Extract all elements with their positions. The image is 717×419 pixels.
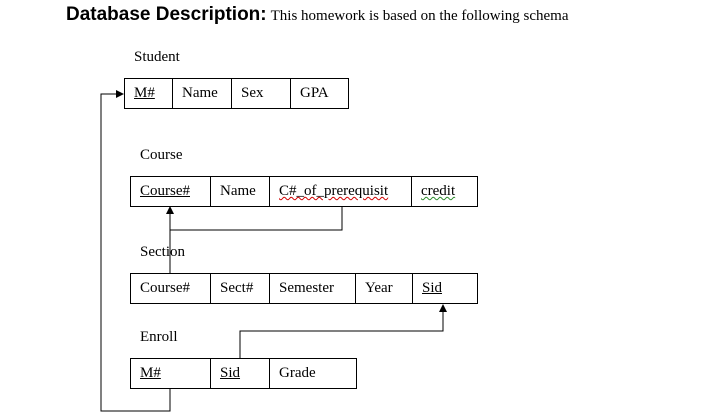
course-col-name: Name — [210, 176, 270, 207]
enroll-table: M# Sid Grade — [130, 358, 357, 389]
enroll-col-m: M# — [130, 358, 211, 389]
heading-text: This homework is based on the following … — [270, 8, 569, 24]
course-label: Course — [140, 147, 183, 163]
section-col-sid: Sid — [412, 273, 478, 304]
section-col-course-no: Course# — [130, 273, 211, 304]
student-col-gpa: GPA — [290, 78, 349, 109]
course-col-credit: credit — [411, 176, 478, 207]
student-label: Student — [134, 49, 180, 65]
enroll-student-arrow — [100, 90, 171, 412]
section-col-year: Year — [355, 273, 413, 304]
section-label: Section — [140, 244, 185, 260]
section-col-semester: Semester — [269, 273, 356, 304]
enroll-col-sid: Sid — [210, 358, 270, 389]
document-heading: Database Description: This homework is b… — [66, 4, 569, 26]
student-table: M# Name Sex GPA — [124, 78, 349, 109]
section-table: Course# Sect# Semester Year Sid — [130, 273, 478, 304]
enroll-col-grade: Grade — [269, 358, 357, 389]
enroll-label: Enroll — [140, 329, 178, 345]
prerequisite-arrow — [166, 206, 343, 231]
section-col-sect: Sect# — [210, 273, 270, 304]
course-col-course-no: Course# — [130, 176, 211, 207]
course-col-prereq: C#_of_prerequisit — [269, 176, 412, 207]
enroll-sid-arrow — [239, 304, 447, 358]
heading-title: Database Description: — [66, 4, 267, 25]
course-table: Course# Name C#_of_prerequisit credit — [130, 176, 478, 207]
student-col-name: Name — [172, 78, 232, 109]
